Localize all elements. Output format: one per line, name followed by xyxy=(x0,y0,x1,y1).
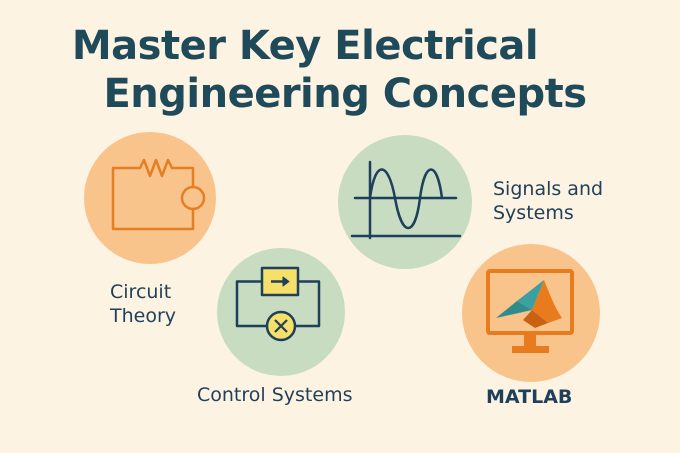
sine-wave-icon xyxy=(350,160,462,240)
circuit-theory-label: Circuit Theory xyxy=(110,280,176,328)
signals-systems-label-line-1: Signals and xyxy=(493,178,604,200)
page-title: Master Key Electrical Engineering Concep… xyxy=(0,22,680,118)
signals-systems-group xyxy=(338,135,472,269)
control-systems-label: Control Systems xyxy=(197,384,353,406)
title-line-2: Engineering Concepts xyxy=(103,71,587,117)
matlab-label: MATLAB xyxy=(486,386,573,408)
circuit-theory-group xyxy=(84,132,216,264)
signals-systems-circle xyxy=(338,135,472,269)
control-systems-group xyxy=(217,248,345,376)
circuit-theory-circle xyxy=(84,132,216,264)
title-line-1: Master Key Electrical xyxy=(71,23,539,69)
matlab-group xyxy=(462,244,600,382)
signals-systems-label: Signals and Systems xyxy=(493,177,603,225)
circuit-theory-label-line-2: Theory xyxy=(110,305,177,327)
resistor-circuit-icon xyxy=(111,158,206,231)
signals-systems-label-line-2: Systems xyxy=(493,202,574,224)
circuit-theory-label-line-1: Circuit xyxy=(110,281,172,303)
monitor-matlab-icon xyxy=(486,269,574,353)
block-diagram-icon xyxy=(235,266,321,342)
